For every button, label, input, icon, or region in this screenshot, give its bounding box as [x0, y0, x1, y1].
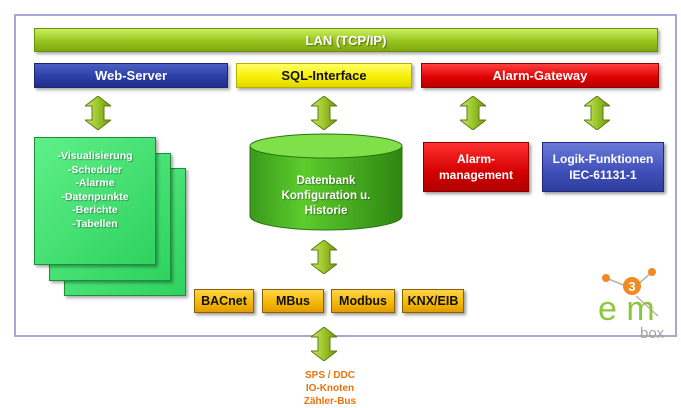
- protocol-label: BACnet: [201, 294, 247, 308]
- protocol-label: Modbus: [339, 294, 387, 308]
- web-function-item: -Visualisierung: [57, 150, 133, 162]
- document-stack-front: [34, 137, 156, 265]
- database-protocols-arrow-icon: [311, 240, 337, 274]
- protocol-label: MBus: [275, 294, 311, 308]
- web-server-label: Web-Server: [94, 68, 167, 83]
- field-level-list: SPS / DDC IO-Knoten Zähler-Bus: [265, 369, 395, 408]
- alarm-gateway-bar: Alarm-Gateway: [421, 63, 659, 88]
- web-server-bar: Web-Server: [34, 63, 228, 88]
- web-function-item: -Berichte: [72, 204, 118, 216]
- protocol-mbus: MBus: [262, 289, 324, 313]
- sql-arrow-icon: [311, 96, 337, 130]
- protocol-knx-eib: KNX/EIB: [402, 289, 464, 313]
- database-line: Konfiguration u.: [281, 190, 371, 202]
- alarm-management-arrow-icon: [460, 96, 486, 130]
- web-function-item: -Tabellen: [72, 217, 118, 230]
- web-function-item: -Scheduler: [67, 163, 123, 176]
- logic-functions-line: IEC-61131-1: [569, 168, 637, 182]
- logo-main: e m: [598, 290, 655, 328]
- field-level-item: IO-Knoten: [305, 383, 355, 394]
- field-level-arrow-icon: [311, 327, 337, 361]
- e3m-box-logo: 3 e m box: [598, 268, 665, 342]
- sql-interface-label: SQL-Interface: [281, 68, 367, 83]
- sql-interface-bar: SQL-Interface: [236, 63, 412, 88]
- database-line: Historie: [304, 205, 348, 217]
- web-function-item: -Alarme: [75, 177, 115, 189]
- lan-bar: LAN (TCP/IP): [34, 28, 658, 52]
- protocol-modbus: Modbus: [331, 289, 395, 313]
- logo-sub: box: [640, 325, 665, 342]
- logic-functions-line: Logik-Funktionen: [552, 152, 654, 166]
- database-cylinder-icon: [249, 133, 403, 231]
- protocol-bacnet: BACnet: [194, 289, 254, 313]
- database-line: Datenbank: [296, 175, 356, 187]
- alarm-management-line: management: [438, 168, 514, 182]
- alarm-management-box: Alarm- management: [423, 142, 529, 192]
- database-label: Datenbank Konfiguration u. Historie: [248, 174, 404, 219]
- web-server-arrow-icon: [85, 96, 111, 130]
- field-level-item: SPS / DDC: [304, 370, 355, 381]
- logic-functions-box: Logik-Funktionen IEC-61131-1: [542, 142, 664, 192]
- alarm-management-line: Alarm-: [456, 152, 495, 166]
- alarm-gateway-label: Alarm-Gateway: [492, 68, 588, 83]
- web-function-item: -Datenpunkte: [61, 190, 129, 203]
- field-level-item: Zähler-Bus: [303, 396, 357, 407]
- protocol-label: KNX/EIB: [407, 294, 459, 308]
- lan-label: LAN (TCP/IP): [305, 32, 387, 48]
- logo-superscript: 3: [628, 279, 635, 294]
- logic-arrow-icon: [584, 96, 610, 130]
- web-functions-list: -Visualisierung -Scheduler -Alarme -Date…: [34, 150, 156, 231]
